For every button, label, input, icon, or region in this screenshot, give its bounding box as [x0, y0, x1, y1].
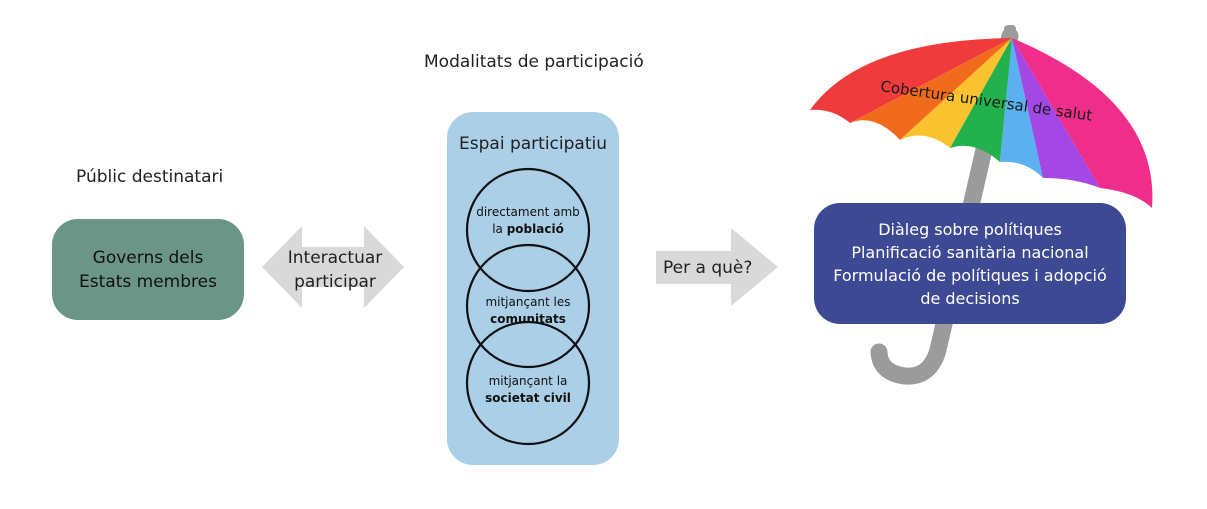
audience-heading: Públic destinatari [76, 167, 224, 187]
circle-population-emphasis: població [506, 222, 564, 236]
participation-space-title: Espai participatiu [459, 134, 607, 154]
outcome-item: Formulació de polítiques i adopció [833, 265, 1107, 285]
participation-space-panel [447, 112, 619, 465]
interaction-label-line2: participar [294, 272, 376, 292]
purpose-arrow-label: Per a què? [663, 258, 753, 278]
circle-population-prefix: directament amb la [476, 205, 580, 236]
circle-communities-prefix: mitjançant les [485, 295, 571, 309]
circle-civil-society [465, 320, 591, 446]
audience-box-label: Governs dels Estats membres [79, 247, 217, 292]
interaction-double-arrow [262, 226, 404, 308]
umbrella-segment-yellow [900, 38, 1012, 148]
circle-communities-text: mitjançant les comunitats [473, 294, 583, 328]
audience-box: Governs dels Estats membres [52, 219, 244, 320]
umbrella-segment-green [950, 38, 1012, 162]
circle-civil-society-emphasis: societat civil [485, 391, 571, 405]
interaction-label-line1: Interactuar [287, 248, 383, 268]
interaction-arrow-label: Interactuar participar [285, 246, 385, 294]
outcome-item: Planificació sanitària nacional [851, 242, 1089, 262]
umbrella-segment-red [810, 38, 1012, 123]
outcome-item: de decisions [920, 288, 1020, 308]
umbrella-tip [1004, 25, 1016, 41]
purpose-arrow [656, 228, 778, 306]
circle-population [465, 167, 591, 293]
modalities-heading: Modalitats de participació [424, 52, 644, 72]
umbrella-handle [870, 27, 1019, 385]
outcome-item: Diàleg sobre polítiques [878, 219, 1062, 239]
umbrella: Cobertura universal de salut [810, 25, 1153, 385]
outcomes-box: Diàleg sobre polítiques Planificació san… [814, 203, 1126, 324]
circle-communities-emphasis: comunitats [490, 312, 566, 326]
circle-civil-society-text: mitjançant la societat civil [473, 373, 583, 407]
umbrella-segment-pink [1012, 38, 1153, 208]
umbrella-segment-orange [850, 38, 1012, 140]
umbrella-segment-blue [1000, 38, 1043, 178]
participation-circles [465, 167, 591, 446]
circle-civil-society-prefix: mitjançant la [488, 374, 568, 388]
circle-communities [465, 243, 591, 369]
circle-population-text: directament amb la població [473, 204, 583, 238]
